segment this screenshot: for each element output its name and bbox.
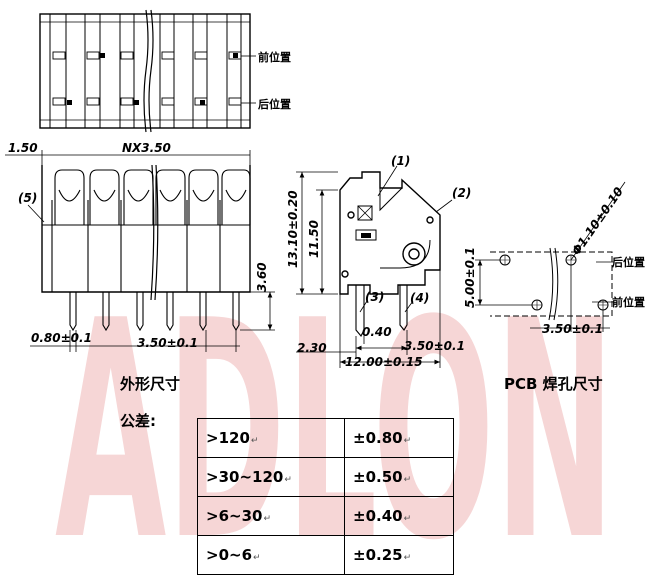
range-cell: >30~120↵	[197, 457, 345, 497]
range-cell: >120↵	[197, 418, 345, 458]
tolerance-cell: ±0.80↵	[344, 418, 454, 458]
table-row: >30~120↵ ±0.50↵	[197, 457, 454, 497]
paragraph-mark: ↵	[284, 475, 292, 485]
side-height-dim: 13.10±0.20	[286, 190, 300, 268]
range-cell: >6~30↵	[197, 496, 345, 536]
callout-2: (2)	[452, 186, 471, 200]
pcb-row-gap-dim: 5.00±0.1	[463, 247, 477, 308]
front-view	[5, 150, 275, 352]
paragraph-mark: ↵	[403, 436, 412, 446]
range-cell: >0~6↵	[197, 535, 345, 575]
top-view	[39, 9, 256, 133]
table-row: >6~30↵ ±0.40↵	[197, 496, 454, 536]
pcb-pitch-dim: 3.50±0.1	[542, 322, 603, 336]
side-view	[296, 165, 453, 368]
range-value: >0~6	[206, 546, 253, 564]
front-offset-dim: 1.50	[8, 141, 38, 155]
callout-4: (4)	[410, 291, 429, 305]
tolerance-cell: ±0.40↵	[344, 496, 454, 536]
paragraph-mark: ↵	[403, 475, 412, 485]
pcb-front-position-label: 前位置	[612, 295, 645, 309]
paragraph-mark: ↵	[403, 514, 412, 524]
table-row: >120↵ ±0.80↵	[197, 418, 454, 458]
pcb-hole-view	[475, 181, 626, 332]
paragraph-mark: ↵	[253, 553, 261, 563]
tolerance-cell: ±0.50↵	[344, 457, 454, 497]
front-pin-width-dim: 0.80±0.1	[31, 331, 92, 345]
tolerance-value: ±0.40	[353, 507, 403, 525]
paragraph-mark: ↵	[403, 553, 412, 563]
tolerance-cell: ±0.25↵	[344, 535, 454, 575]
range-value: >30~120	[206, 468, 284, 486]
top-rear-position-label: 后位置	[258, 97, 291, 111]
tolerance-table: >120↵ ±0.80↵ >30~120↵ ±0.50↵ >6~30↵ ±0.4…	[197, 418, 454, 575]
front-pin-pitch-dim: 3.50±0.1	[137, 336, 198, 350]
side-pitch-dim: 3.50±0.1	[404, 339, 465, 353]
side-pin-thickness-dim: 0.40	[362, 325, 392, 339]
side-body-height-dim: 11.50	[307, 220, 321, 258]
front-pin-length-dim: 3.60	[255, 262, 269, 292]
callout-5: (5)	[18, 191, 37, 205]
front-pitch-dim: NX3.50	[122, 141, 171, 155]
top-front-position-label: 前位置	[258, 50, 291, 64]
range-value: >120	[206, 429, 250, 447]
paragraph-mark: ↵	[250, 436, 259, 446]
pcb-hole-dimensions-heading: PCB 焊孔尺寸	[504, 375, 603, 393]
range-value: >6~30	[206, 507, 263, 525]
tolerance-value: ±0.50	[353, 468, 403, 486]
pcb-hole-diameter-dim: Φ1.10±0.10	[569, 185, 626, 258]
paragraph-mark: ↵	[263, 514, 271, 524]
pcb-rear-position-label: 后位置	[612, 255, 645, 269]
tolerance-value: ±0.25	[353, 546, 403, 564]
outline-dimensions-heading: 外形尺寸	[120, 375, 181, 393]
side-left-dim: 2.30	[297, 341, 327, 355]
tolerance-heading: 公差:	[120, 412, 156, 430]
table-row: >0~6↵ ±0.25↵	[197, 535, 454, 575]
callout-1: (1)	[391, 154, 410, 168]
side-width-dim: 12.00±0.15	[345, 355, 423, 369]
callout-3: (3)	[365, 290, 384, 304]
tolerance-value: ±0.80	[353, 429, 403, 447]
